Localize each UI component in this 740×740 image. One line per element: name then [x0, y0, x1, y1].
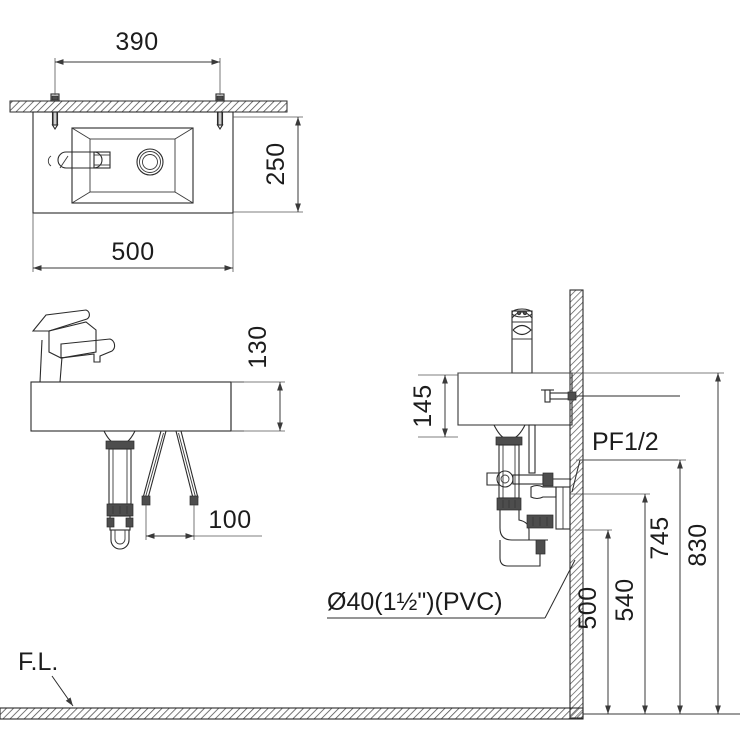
- faucet-plan: [47, 151, 111, 169]
- dimension-250: 250: [233, 116, 303, 213]
- side-view: PF1/2 Ø40(1½")(PVC) 145 500: [0, 289, 740, 720]
- drain-trap-side: [493, 424, 571, 567]
- dimension-830-side: 830: [458, 372, 724, 714]
- dimension-390-text: 390: [115, 28, 158, 56]
- mounting-bolt-left: [50, 93, 60, 131]
- supply-stop-valve: [486, 424, 571, 488]
- annotation-pf12: PF1/2: [571, 395, 680, 493]
- supply-hose-right-front: [175, 430, 199, 540]
- dimension-500-side-text: 500: [574, 586, 602, 629]
- dimension-500: 500: [32, 213, 234, 272]
- drain-hole-plan: [136, 148, 164, 176]
- front-view: 130 100: [30, 309, 285, 550]
- dimension-100: 100: [146, 506, 262, 539]
- annotation-drain-pipe-text: Ø40(1½")(PVC): [327, 588, 503, 616]
- dimension-500-text: 500: [111, 238, 154, 266]
- dimension-130: 130: [231, 325, 285, 432]
- supply-hose-left-front: [141, 430, 167, 540]
- dimension-745-side-text: 745: [646, 516, 674, 559]
- dimension-250-text: 250: [262, 142, 290, 185]
- annotation-pf12-text: PF1/2: [592, 428, 659, 456]
- basin-front-body: [30, 381, 244, 432]
- annotation-floor-level: F.L.: [18, 648, 74, 707]
- dimension-390: 390: [54, 28, 221, 95]
- dimension-145-text: 145: [409, 384, 437, 427]
- drain-assembly-front: [103, 430, 136, 550]
- dimension-540-side-text: 540: [611, 578, 639, 621]
- dimension-830-side-text: 830: [684, 523, 712, 566]
- dimension-145: 145: [409, 374, 458, 438]
- faucet-side: [511, 308, 533, 374]
- basin-plan-outline: [32, 111, 234, 214]
- annotation-drain-pipe: Ø40(1½")(PVC): [327, 559, 576, 619]
- dimension-130-text: 130: [244, 325, 272, 368]
- top-view-wall-section: [9, 100, 288, 113]
- wall-supply-outlet: [541, 389, 577, 403]
- faucet-front: [31, 309, 116, 383]
- floor-section: [0, 707, 740, 720]
- dimension-540-side: 540: [570, 493, 650, 714]
- annotation-floor-level-text: F.L.: [18, 648, 58, 676]
- dimension-745-side: 745: [576, 459, 686, 714]
- wall-section: [569, 289, 584, 719]
- dimension-100-text: 100: [208, 506, 251, 534]
- top-view: 390 500 250: [9, 28, 303, 272]
- dimension-500-side: 500: [574, 529, 612, 714]
